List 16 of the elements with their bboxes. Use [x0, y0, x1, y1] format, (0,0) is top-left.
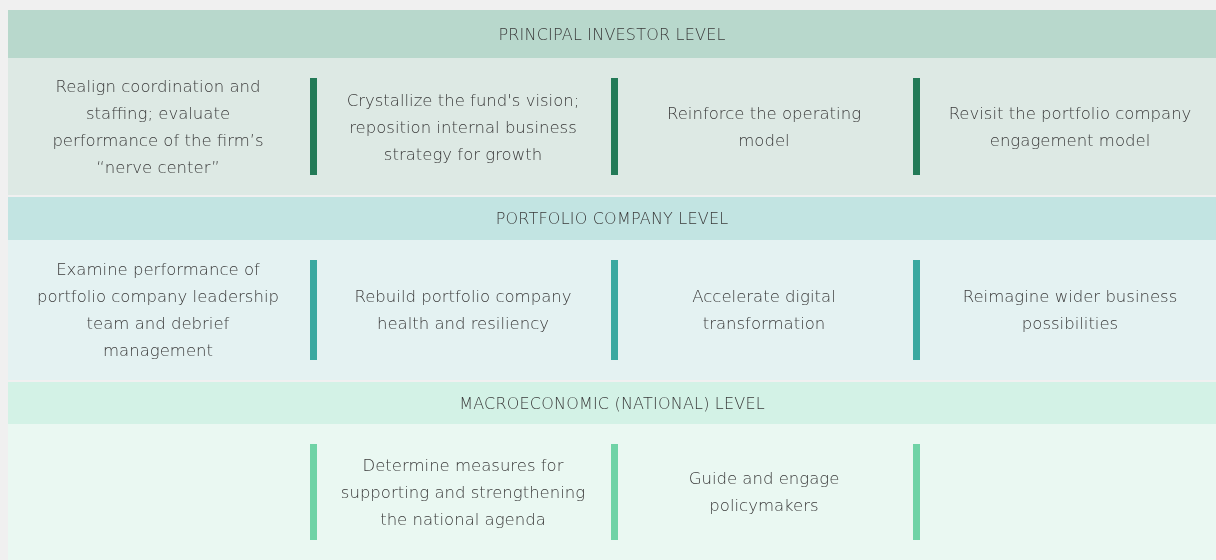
- description-text: Reinforce the operating model: [644, 99, 884, 154]
- level-heading: MACROECONOMIC (NATIONAL) LEVEL: [8, 382, 1216, 424]
- description-text: Examine performance of portfolio company leadership team and debrief management: [33, 256, 283, 364]
- description-text: Determine measures for supporting and strengthening the national agenda: [327, 451, 599, 533]
- description-text: Revisit the portfolio company engagement model: [940, 99, 1200, 154]
- description-text: Realign coordination and staffing; evaluate performance of the firm’s “nerve center”: [33, 72, 283, 181]
- description-text: Reimagine wider business possibilities: [940, 283, 1200, 337]
- level-band: [8, 382, 1216, 560]
- description-text: Accelerate digital transformation: [644, 283, 884, 337]
- description-text: Guide and engage policymakers: [644, 465, 884, 519]
- level-heading: PRINCIPAL INVESTOR LEVEL: [8, 10, 1216, 58]
- description-text: Crystallize the fund's vision; reposition internal business strategy for growth: [327, 86, 599, 167]
- description-text: Rebuild portfolio company health and resiliency: [327, 283, 599, 337]
- level-band: [8, 10, 1216, 195]
- level-band: [8, 197, 1216, 380]
- level-heading: PORTFOLIO COMPANY LEVEL: [8, 197, 1216, 240]
